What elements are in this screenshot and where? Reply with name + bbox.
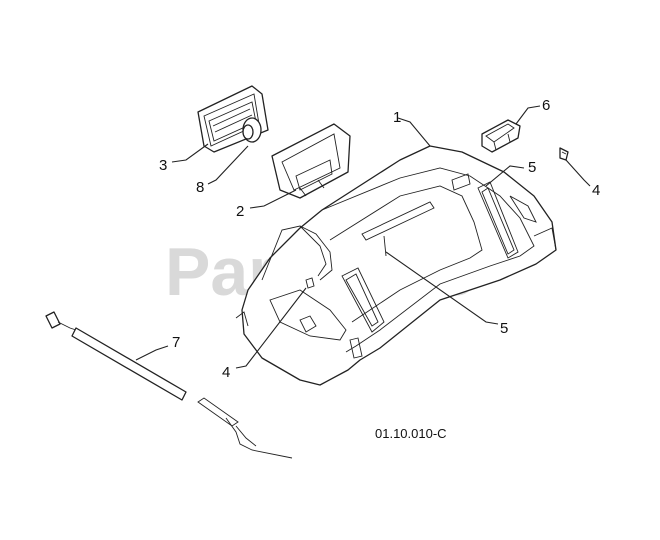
callout-5a-label: 5	[528, 159, 536, 176]
callout-7-label: 7	[172, 334, 180, 351]
callout-5b-label: 5	[500, 320, 508, 337]
callout-2-label: 2	[236, 203, 244, 220]
bulb-socket-part[interactable]	[242, 117, 262, 143]
screw-right-part[interactable]	[559, 147, 569, 161]
hood-part[interactable]	[235, 145, 557, 386]
callout-8-label: 8	[196, 179, 204, 196]
diagram-code: 01.10.010-C	[375, 426, 447, 441]
callout-4a-label: 4	[592, 182, 600, 199]
switch-part[interactable]	[481, 119, 521, 153]
callout-1-label: 1	[393, 109, 401, 126]
callout-4b-label: 4	[222, 364, 230, 381]
callout-6-label: 6	[542, 97, 550, 114]
headlight-part[interactable]	[197, 85, 269, 153]
lamp-bracket-part[interactable]	[271, 123, 351, 199]
cable-part[interactable]	[45, 311, 293, 459]
callout-3-label: 3	[159, 157, 167, 174]
leader-lines	[135, 105, 591, 369]
